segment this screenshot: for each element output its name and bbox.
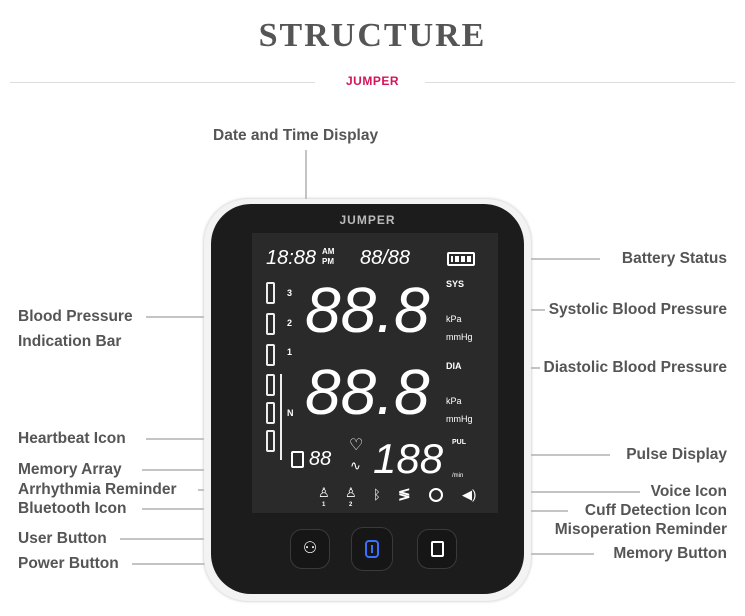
- bp-bar-segment: [266, 344, 275, 366]
- label-date-time: Date and Time Display: [213, 127, 379, 144]
- user-1-number: 1: [322, 502, 326, 508]
- label-cuff: Cuff Detection Icon: [584, 502, 727, 519]
- bp-bar-segment: [266, 430, 275, 452]
- divider: [425, 82, 735, 83]
- label-bluetooth: Bluetooth Icon: [18, 500, 127, 517]
- level-label: 2: [287, 318, 293, 328]
- pm-indicator: PM: [322, 257, 334, 266]
- user-2-icon: ♙: [345, 485, 357, 500]
- misoperation-icon: ≶: [398, 486, 411, 503]
- pulse-display: 188: [373, 435, 444, 482]
- dia-label: DIA: [446, 361, 462, 371]
- bluetooth-icon: ᛒ: [373, 487, 381, 502]
- label-user-button: User Button: [18, 530, 107, 547]
- memory-button[interactable]: [417, 529, 457, 569]
- user-2-number: 2: [349, 502, 353, 508]
- cuff-detection-icon: [429, 488, 443, 502]
- document-icon: [430, 541, 444, 557]
- user-icon: ⚇: [302, 540, 318, 557]
- divider: [10, 82, 315, 83]
- label-pulse: Pulse Display: [626, 446, 727, 463]
- label-bp-bar: Blood Pressure: [18, 308, 133, 325]
- label-bp-bar-2: Indication Bar: [18, 333, 122, 350]
- bp-bar-segment: [266, 374, 275, 396]
- label-systolic: Systolic Blood Pressure: [548, 301, 727, 318]
- per-min-unit: /min: [452, 473, 464, 479]
- kpa-unit: kPa: [446, 314, 462, 324]
- user-1-icon: ♙: [318, 485, 330, 500]
- sys-label: SYS: [446, 279, 465, 289]
- level-label: 1: [287, 347, 293, 357]
- page-title: STRUCTURE: [258, 17, 487, 54]
- label-heartbeat: Heartbeat Icon: [18, 430, 126, 447]
- bp-bar-segment: [266, 282, 275, 304]
- am-indicator: AM: [322, 247, 335, 256]
- level-label: N: [287, 408, 294, 418]
- bp-bar-segment: [266, 402, 275, 424]
- mmhg-unit: mmHg: [446, 332, 473, 342]
- date-display: 88/88: [360, 247, 411, 269]
- normal-range-line: [280, 374, 282, 460]
- power-icon: [365, 540, 379, 558]
- power-button[interactable]: [351, 527, 393, 571]
- diastolic-display: 88.8: [305, 356, 430, 428]
- memory-icon: [291, 451, 304, 468]
- memory-array-display: 88: [309, 448, 332, 470]
- label-voice: Voice Icon: [650, 483, 727, 500]
- bp-bar-segment: [266, 313, 275, 335]
- mmhg-unit: mmHg: [446, 414, 473, 424]
- level-label: 3: [287, 288, 293, 298]
- voice-icon: ◀): [462, 487, 477, 502]
- arrhythmia-icon: ∿: [350, 458, 361, 473]
- label-power-button: Power Button: [18, 555, 119, 572]
- label-diastolic: Diastolic Blood Pressure: [543, 359, 727, 376]
- heartbeat-icon: ♡: [349, 437, 364, 454]
- label-misoperation: Misoperation Reminder: [554, 521, 727, 538]
- battery-icon: [447, 252, 475, 266]
- time-display: 18:88: [266, 247, 317, 269]
- kpa-unit: kPa: [446, 396, 462, 406]
- label-battery: Battery Status: [621, 250, 727, 267]
- user-button[interactable]: ⚇: [290, 529, 330, 569]
- device-brand: JUMPER: [339, 213, 396, 227]
- brand-logo: JUMPER: [345, 74, 399, 88]
- pul-label: PUL: [452, 439, 466, 446]
- label-memory-button: Memory Button: [613, 545, 727, 562]
- systolic-display: 88.8: [305, 274, 430, 346]
- label-arrhythmia: Arrhythmia Reminder: [18, 481, 177, 498]
- label-memory-array: Memory Array: [18, 461, 122, 478]
